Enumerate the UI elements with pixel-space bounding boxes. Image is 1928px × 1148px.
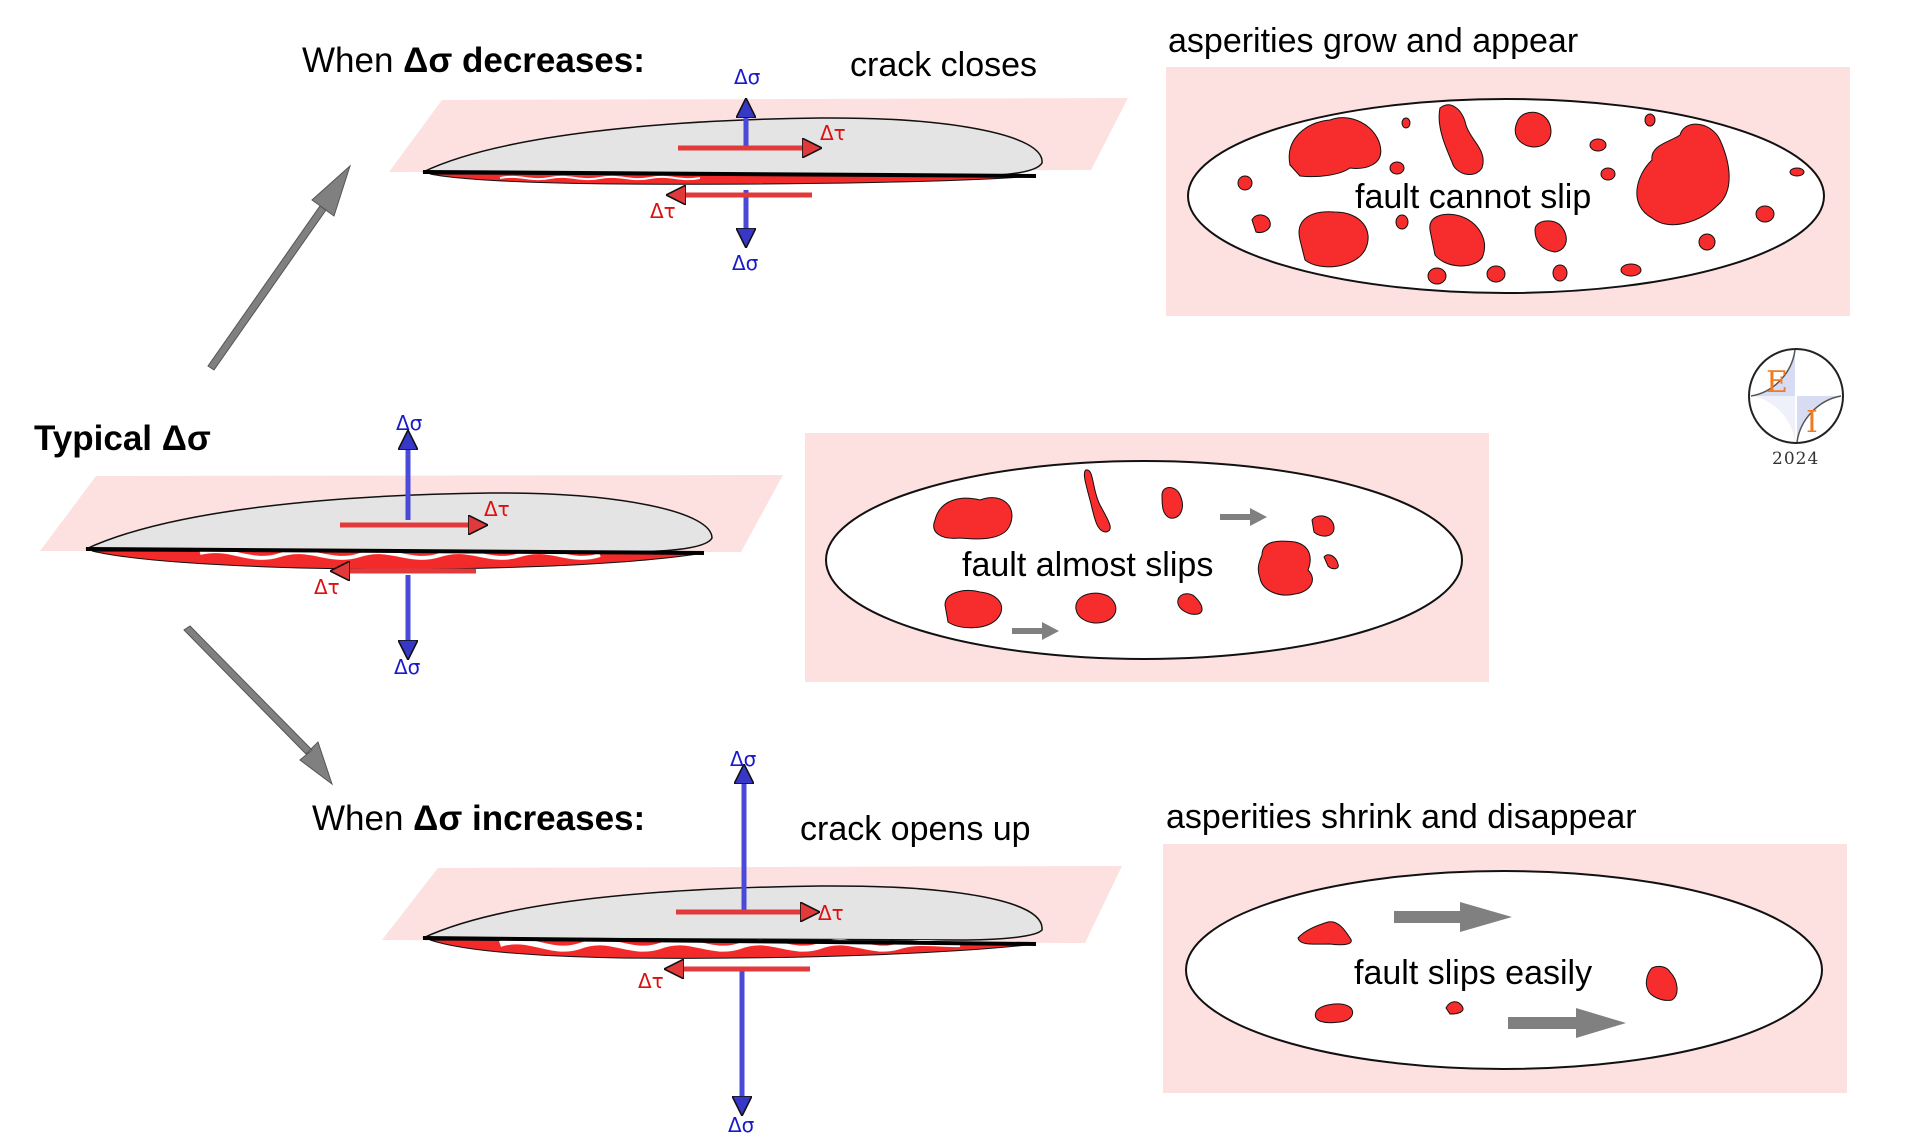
- top-panel-title: asperities grow and appear: [1168, 22, 1578, 60]
- delta-tau-label: Δτ: [638, 969, 664, 993]
- asperity: [1698, 233, 1716, 251]
- bottom-crack-illustration: Δσ Δσ Δτ Δτ: [382, 747, 1122, 1137]
- asperity: [1161, 487, 1183, 519]
- asperities: [1297, 921, 1678, 1024]
- slip-arrows: [1394, 902, 1626, 1038]
- asperity: [1311, 515, 1335, 537]
- asperities: [933, 469, 1339, 629]
- asperity: [1427, 267, 1447, 285]
- asperity: [1552, 264, 1568, 282]
- delta-sigma-label: Δσ: [728, 1113, 755, 1137]
- top-section: When Δσ decreases: crack closes Δσ Δσ Δτ…: [302, 22, 1850, 316]
- asperity: [1251, 214, 1271, 233]
- delta-sigma-label: Δσ: [732, 251, 759, 275]
- crack-gap-wave: [499, 938, 961, 952]
- asperity: [1429, 213, 1485, 267]
- top-panel-label: fault cannot slip: [1355, 178, 1591, 216]
- crack-gap-wave: [499, 175, 701, 181]
- asperity: [1620, 263, 1642, 277]
- asperity: [1401, 117, 1411, 129]
- ei-logo: E I 2024: [1748, 348, 1844, 469]
- delta-tau-label: Δτ: [818, 901, 844, 925]
- asperity: [1644, 113, 1656, 127]
- asperity: [1297, 921, 1352, 946]
- asperity: [1395, 214, 1409, 230]
- arrow-to-decrease: [207, 164, 352, 371]
- crack-outline: [85, 547, 705, 555]
- top-crack-caption: crack closes: [850, 46, 1037, 84]
- bottom-panel-title: asperities shrink and disappear: [1166, 798, 1637, 836]
- top-asperity-panel: fault cannot slip: [1166, 67, 1850, 316]
- asperity: [1789, 167, 1805, 177]
- logo-quadrant: [1751, 350, 1795, 396]
- middle-crack-illustration: Δσ Δσ Δτ Δτ: [40, 411, 783, 679]
- middle-section: Typical Δσ Δσ Δσ Δτ Δτ: [34, 411, 1489, 682]
- bottom-asperity-panel: fault slips easily: [1163, 844, 1847, 1093]
- delta-tau-label: Δτ: [484, 497, 510, 521]
- asperities: [1237, 104, 1805, 285]
- asperity: [1589, 138, 1607, 152]
- crack-upper-wall: [85, 492, 713, 553]
- bottom-crack-caption: crack opens up: [800, 810, 1031, 848]
- asperity: [1083, 469, 1111, 533]
- bottom-heading: When Δσ increases:: [312, 799, 645, 838]
- delta-sigma-label: Δσ: [394, 655, 421, 679]
- logo-quadrant: [1797, 396, 1841, 442]
- asperity: [1445, 1001, 1464, 1015]
- asperity: [1177, 593, 1203, 615]
- asperity: [1314, 1003, 1354, 1024]
- asperity: [1534, 220, 1567, 253]
- asperity: [1514, 111, 1552, 148]
- delta-tau-label: Δτ: [314, 575, 340, 599]
- asperity: [1645, 965, 1678, 1001]
- asperity: [944, 590, 1002, 629]
- logo-curve: [1796, 395, 1842, 443]
- asperity: [1438, 104, 1484, 176]
- asperity: [1298, 211, 1369, 268]
- asperity: [1600, 167, 1616, 181]
- logo-letter-i: I: [1806, 405, 1818, 440]
- asperity: [1755, 205, 1775, 223]
- slip-arrow: [1394, 902, 1512, 932]
- asperity: [1257, 540, 1313, 596]
- asperity: [1288, 117, 1382, 178]
- transition-arrows: [183, 164, 352, 786]
- logo-letter-e: E: [1766, 365, 1788, 400]
- logo-curve: [1750, 349, 1796, 397]
- delta-sigma-label: Δσ: [396, 411, 423, 435]
- top-heading: When Δσ decreases:: [302, 41, 645, 80]
- logo-year: 2024: [1772, 449, 1819, 469]
- asperity: [1636, 123, 1730, 226]
- asperity: [933, 497, 1013, 540]
- slip-arrows: [1012, 508, 1267, 640]
- logo-circle: [1748, 348, 1844, 444]
- middle-heading: Typical Δσ: [34, 419, 211, 458]
- slip-arrow: [1012, 622, 1059, 640]
- middle-asperity-panel: fault almost slips: [805, 433, 1489, 682]
- delta-sigma-label: Δσ: [730, 747, 757, 771]
- delta-tau-label: Δτ: [650, 199, 676, 223]
- delta-tau-label: Δτ: [820, 121, 846, 145]
- asperity: [1075, 592, 1117, 624]
- arrow-to-increase: [183, 625, 333, 786]
- delta-sigma-label: Δσ: [734, 65, 761, 89]
- asperity: [1237, 175, 1253, 191]
- asperity: [1323, 554, 1339, 570]
- asperity: [1389, 161, 1405, 175]
- bottom-section: When Δσ increases: crack opens up Δσ Δσ …: [312, 747, 1847, 1137]
- slip-arrow: [1220, 508, 1267, 526]
- middle-panel-label: fault almost slips: [962, 546, 1213, 584]
- slip-arrow: [1508, 1008, 1626, 1038]
- top-crack-illustration: Δσ Δσ Δτ Δτ: [389, 65, 1128, 275]
- logo-quadrant: [1751, 396, 1795, 442]
- bottom-panel-label: fault slips easily: [1354, 954, 1592, 992]
- crack-outline: [422, 936, 1037, 946]
- crack-outline: [422, 170, 1037, 178]
- asperity: [1486, 265, 1506, 283]
